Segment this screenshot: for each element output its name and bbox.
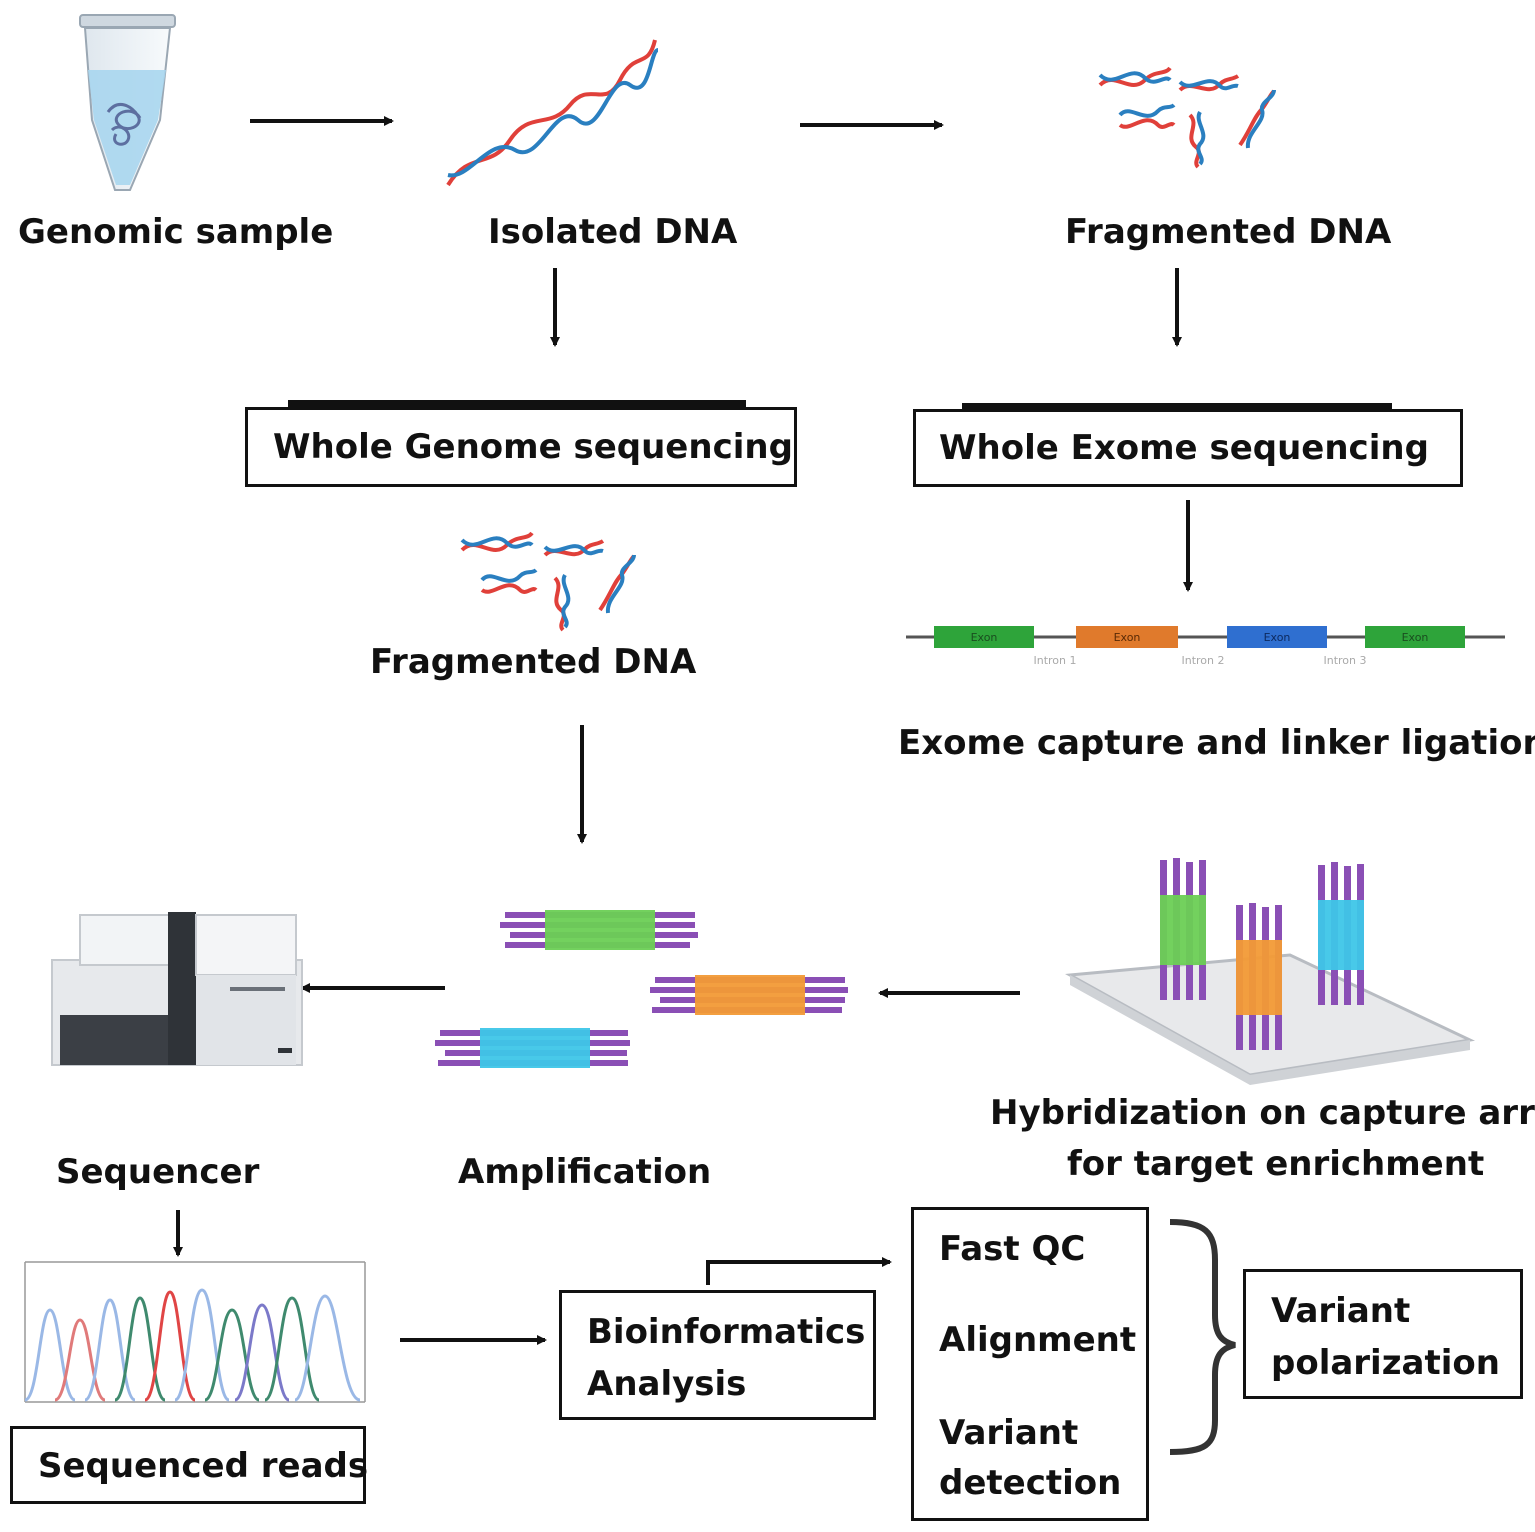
pipeline-step-variant-line2: detection [939, 1463, 1122, 1503]
sequenced-reads-box: Sequenced reads [10, 1426, 369, 1504]
fragmented-dna-icon-2 [460, 531, 636, 632]
label-hybridization-line1: Hybridization on capture array [990, 1093, 1535, 1133]
sequenced-reads-label: Sequenced reads [38, 1446, 369, 1486]
wes-box: Whole Exome sequencing [913, 409, 1463, 487]
wes-box-shadow [962, 403, 1392, 410]
label-sequencer: Sequencer [56, 1152, 260, 1192]
amplification-icon [435, 910, 848, 1068]
flow-arrows [173, 116, 1193, 1345]
intron-label-3: Intron 3 [1323, 654, 1366, 667]
intron-label-2: Intron 2 [1181, 654, 1224, 667]
variant-polarization-box: Variant polarization [1243, 1269, 1523, 1399]
chromatogram-icon [24, 1261, 366, 1403]
wes-box-label: Whole Exome sequencing [939, 428, 1429, 468]
label-exome-capture: Exome capture and linker ligation [898, 723, 1535, 763]
green-fragment-bundle [500, 910, 698, 950]
wgs-box: Whole Genome sequencing [245, 407, 797, 487]
bioinformatics-label-line2: Analysis [587, 1364, 747, 1404]
exon-label-3: Exon [1264, 631, 1291, 644]
curly-brace-icon [1169, 1219, 1236, 1455]
label-fragmented-dna-top: Fragmented DNA [1065, 212, 1392, 252]
label-genomic-sample: Genomic sample [18, 212, 334, 252]
bioinformatics-label-line1: Bioinformatics [587, 1312, 866, 1352]
tube-icon [79, 14, 176, 191]
sequencer-icon [51, 912, 303, 1066]
polarization-label-line2: polarization [1271, 1343, 1500, 1383]
bioinformatics-box: Bioinformatics Analysis [559, 1290, 876, 1420]
wgs-box-shadow [288, 400, 746, 407]
cyan-fragment-bundle [435, 1028, 630, 1068]
exon-block-1 [934, 626, 1034, 648]
label-isolated-dna: Isolated DNA [488, 212, 738, 252]
pipeline-box: Fast QC Alignment Variant detection [911, 1207, 1149, 1521]
label-amplification: Amplification [458, 1152, 712, 1192]
pipeline-step-fastqc: Fast QC [939, 1229, 1086, 1269]
exon-block-3 [1227, 626, 1327, 648]
polarization-label-line1: Variant [1271, 1291, 1411, 1331]
pipeline-step-alignment: Alignment [939, 1320, 1137, 1360]
exon-label-2: Exon [1114, 631, 1141, 644]
exon-block-4 [1365, 626, 1465, 648]
dna-helix-icon [446, 39, 660, 187]
label-fragmented-dna-mid: Fragmented DNA [370, 642, 697, 682]
exon-label-1: Exon [971, 631, 998, 644]
exome-track: Exon Exon Exon Exon Intron 1 Intron 2 In… [906, 626, 1505, 667]
intron-label-1: Intron 1 [1033, 654, 1076, 667]
exon-label-4: Exon [1402, 631, 1429, 644]
label-hybridization-line2: for target enrichment [1067, 1144, 1485, 1184]
capture-array-icon [1065, 858, 1476, 1085]
fragmented-dna-icon [1098, 66, 1276, 169]
orange-fragment-bundle [650, 975, 848, 1015]
arrow-bioinformatics-to-pipeline [706, 1257, 892, 1285]
exon-block-2 [1076, 626, 1178, 648]
pipeline-step-variant-line1: Variant [939, 1413, 1079, 1453]
wgs-box-label: Whole Genome sequencing [273, 427, 793, 467]
